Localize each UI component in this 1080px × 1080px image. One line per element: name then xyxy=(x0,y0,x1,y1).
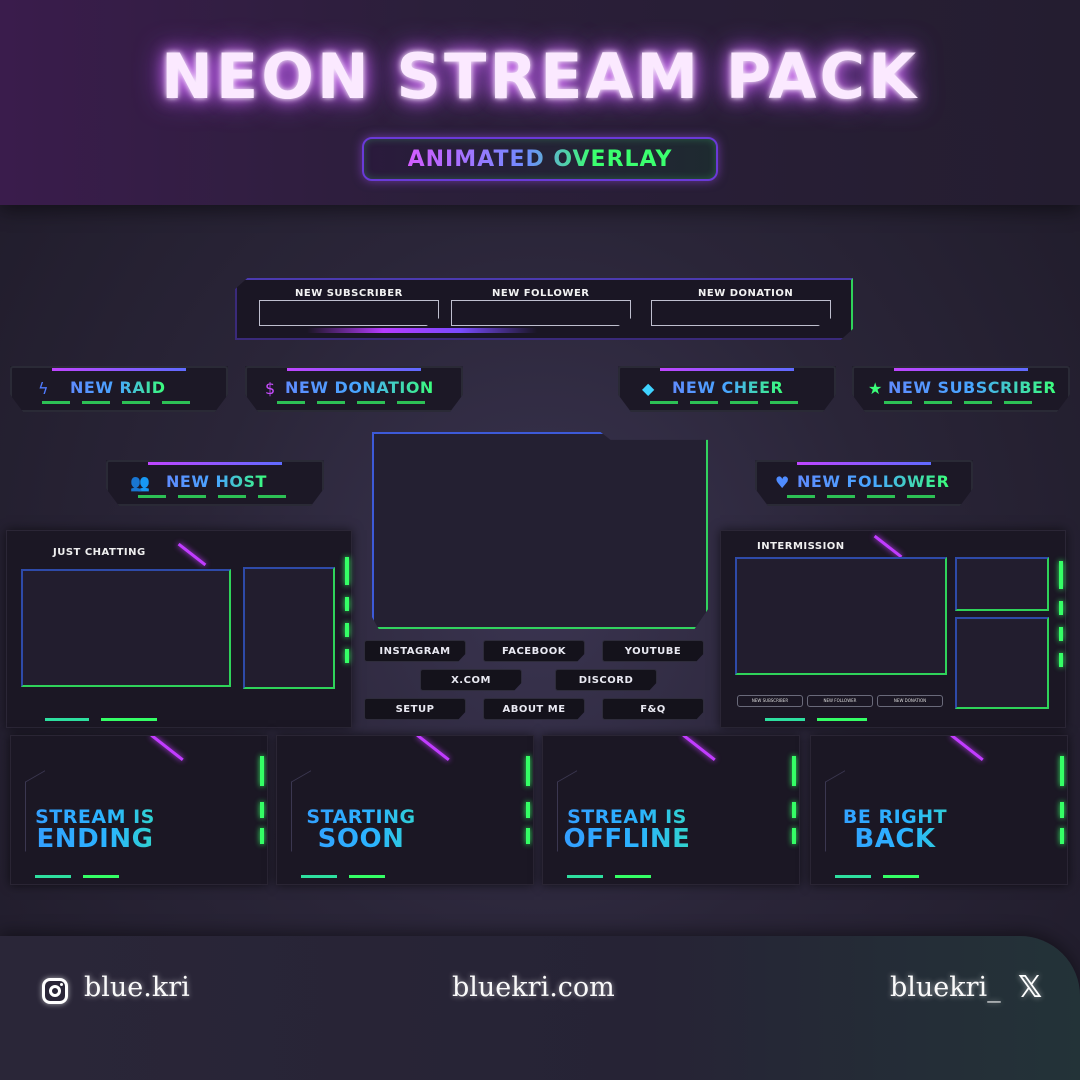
scene-just-chatting-label: JUST CHATTING xyxy=(53,547,146,558)
x-handle[interactable]: bluekri_ xyxy=(890,972,1001,1003)
screen-stream-offline: STREAM IS OFFLINE xyxy=(542,735,800,885)
footer-bar xyxy=(0,936,1080,1080)
intermission-bottom-frame xyxy=(955,617,1049,709)
animated-overlay-badge: ANIMATED OVERLAY xyxy=(362,137,718,181)
alert-new-raid: ϟ NEW RAID xyxy=(10,366,228,412)
faq-button[interactable]: F&Q xyxy=(602,698,704,720)
instagram-handle[interactable]: blue.kri xyxy=(84,972,190,1003)
screen-starting-line1: STARTING xyxy=(277,806,489,828)
instagram-icon[interactable] xyxy=(42,978,68,1004)
scene-just-chatting: JUST CHATTING xyxy=(6,530,352,728)
alert-cheer-label: NEW CHEER xyxy=(672,378,784,397)
topbar-slot-follower xyxy=(451,300,631,326)
intermission-mini-donation: NEW DONATION xyxy=(877,695,943,707)
screen-brb-line1: BE RIGHT xyxy=(811,806,1023,828)
website-link[interactable]: bluekri.com xyxy=(452,972,615,1003)
page-title: NEON STREAM PACK xyxy=(160,40,919,113)
alert-donation-label: NEW DONATION xyxy=(285,378,434,397)
about-me-button[interactable]: ABOUT ME xyxy=(483,698,585,720)
intermission-main-frame xyxy=(735,557,947,675)
people-icon: 👥 xyxy=(130,473,150,492)
top-alert-bar: NEW SUBSCRIBER NEW FOLLOWER NEW DONATION xyxy=(235,278,853,340)
alert-new-subscriber: ★ NEW SUBSCRIBER xyxy=(852,366,1070,412)
screen-starting-line2: SOON xyxy=(277,824,489,854)
discord-button[interactable]: DISCORD xyxy=(555,669,657,691)
alert-follower-label: NEW FOLLOWER xyxy=(797,472,950,491)
topbar-glow xyxy=(307,328,537,333)
alert-subscriber-label: NEW SUBSCRIBER xyxy=(888,378,1057,397)
dollar-icon: $ xyxy=(265,379,276,398)
screen-ending-line1: STREAM IS xyxy=(11,806,223,828)
x-icon[interactable]: 𝕏 xyxy=(1018,970,1043,1005)
main-webcam-frame xyxy=(372,432,708,629)
header-banner: NEON STREAM PACK ANIMATED OVERLAY xyxy=(0,0,1080,205)
screen-offline-line2: OFFLINE xyxy=(543,824,755,854)
setup-button[interactable]: SETUP xyxy=(364,698,466,720)
instagram-button[interactable]: INSTAGRAM xyxy=(364,640,466,662)
alert-new-follower: ♥ NEW FOLLOWER xyxy=(755,460,973,506)
screen-stream-ending: STREAM IS ENDING xyxy=(10,735,268,885)
screen-offline-line1: STREAM IS xyxy=(543,806,755,828)
diamond-icon: ◆ xyxy=(642,379,655,398)
facebook-button[interactable]: FACEBOOK xyxy=(483,640,585,662)
alert-host-label: NEW HOST xyxy=(166,472,267,491)
intermission-mini-subscriber: NEW SUBSCRIBER xyxy=(737,695,803,707)
alert-new-donation: $ NEW DONATION xyxy=(245,366,463,412)
chatting-main-frame xyxy=(21,569,231,687)
badge-label: ANIMATED OVERLAY xyxy=(407,146,673,172)
youtube-button[interactable]: YOUTUBE xyxy=(602,640,704,662)
screen-brb-line2: BACK xyxy=(811,824,1023,854)
alert-raid-label: NEW RAID xyxy=(70,378,166,397)
screen-starting-soon: STARTING SOON xyxy=(276,735,534,885)
lightning-icon: ϟ xyxy=(38,379,49,398)
alert-new-host: 👥 NEW HOST xyxy=(106,460,324,506)
topbar-label-donation: NEW DONATION xyxy=(698,288,794,299)
screen-be-right-back: BE RIGHT BACK xyxy=(810,735,1068,885)
intermission-mini-follower: NEW FOLLOWER xyxy=(807,695,873,707)
heart-icon: ♥ xyxy=(775,473,790,492)
star-icon: ★ xyxy=(868,379,883,398)
scene-intermission: INTERMISSION NEW SUBSCRIBER NEW FOLLOWER… xyxy=(720,530,1066,728)
topbar-label-subscriber: NEW SUBSCRIBER xyxy=(295,288,403,299)
topbar-label-follower: NEW FOLLOWER xyxy=(492,288,590,299)
intermission-top-frame xyxy=(955,557,1049,611)
topbar-slot-donation xyxy=(651,300,831,326)
scene-intermission-label: INTERMISSION xyxy=(757,541,845,552)
xcom-button[interactable]: X.COM xyxy=(420,669,522,691)
alert-new-cheer: ◆ NEW CHEER xyxy=(618,366,836,412)
screen-ending-line2: ENDING xyxy=(11,824,223,854)
chatting-side-frame xyxy=(243,567,335,689)
topbar-slot-subscriber xyxy=(259,300,439,326)
